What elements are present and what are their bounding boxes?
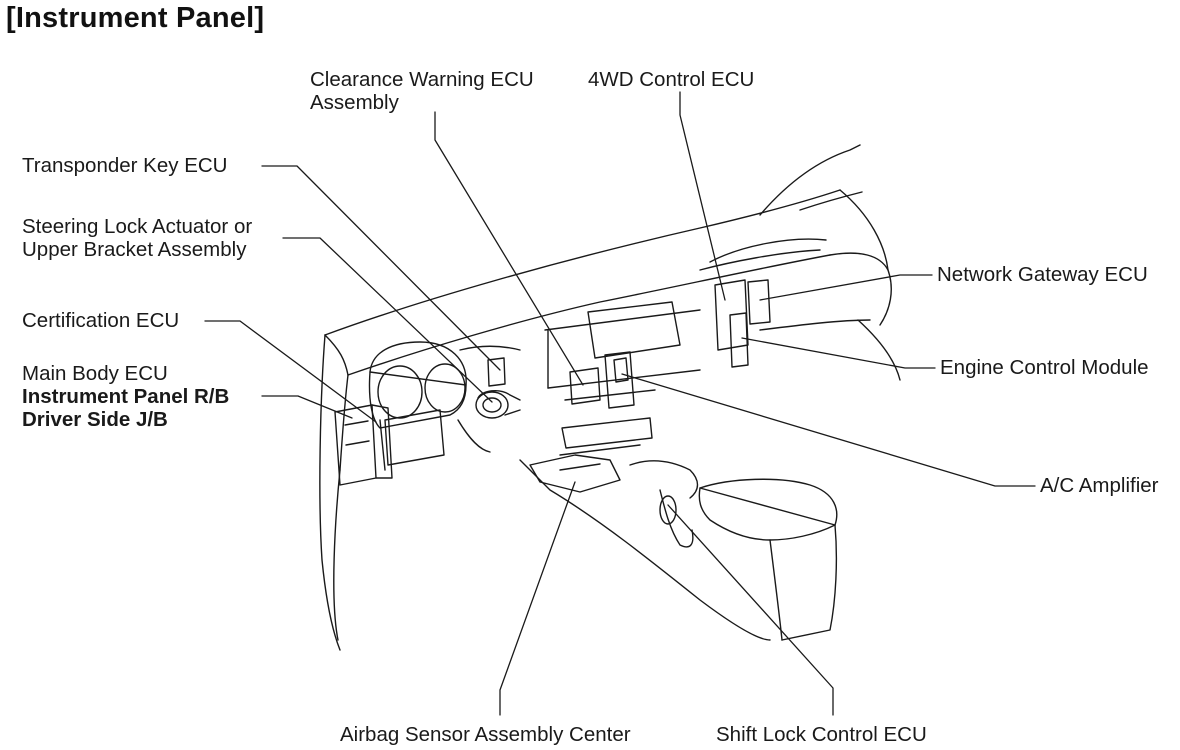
leader-ac-amplifier xyxy=(621,373,1036,487)
label-steering-lock-actuator: Steering Lock Actuator or Upper Bracket … xyxy=(22,215,252,261)
label-clearance-warning-ecu: Clearance Warning ECU Assembly xyxy=(310,68,534,114)
windshield-outline xyxy=(324,144,889,336)
leader-4wd xyxy=(679,91,726,301)
label-line: Upper Bracket Assembly xyxy=(22,238,247,261)
leader-main-body xyxy=(261,395,353,419)
steering-column xyxy=(457,390,521,453)
leader-lines xyxy=(204,91,1036,716)
label-transponder-key-ecu: Transponder Key ECU xyxy=(22,154,228,177)
label-shift-lock-control-ecu: Shift Lock Control ECU xyxy=(716,723,927,746)
leader-steering xyxy=(282,237,493,403)
leader-clearance xyxy=(434,111,584,386)
center-display xyxy=(544,301,701,456)
leader-airbag xyxy=(499,481,576,716)
page-title: [Instrument Panel] xyxy=(6,2,265,34)
center-console xyxy=(519,319,901,641)
label-ac-amplifier: A/C Amplifier xyxy=(1040,474,1159,497)
label-instrument-panel-rb: Instrument Panel R/B xyxy=(22,385,230,408)
label-line: Assembly xyxy=(310,91,399,114)
left-lower-dash xyxy=(319,334,445,651)
label-network-gateway-ecu: Network Gateway ECU xyxy=(937,263,1148,286)
instrument-cluster xyxy=(368,341,521,429)
leader-network-gateway xyxy=(759,274,933,301)
leader-certification xyxy=(204,320,377,423)
label-4wd-control-ecu: 4WD Control ECU xyxy=(588,68,755,91)
label-main-body-group: Main Body ECU Instrument Panel R/B Drive… xyxy=(22,362,229,431)
label-line: Clearance Warning ECU xyxy=(310,68,534,91)
leader-shift-lock xyxy=(667,504,834,716)
label-line: Steering Lock Actuator or xyxy=(22,215,253,238)
leader-engine-control xyxy=(741,337,936,369)
label-certification-ecu: Certification ECU xyxy=(22,309,180,332)
label-engine-control-module: Engine Control Module xyxy=(940,356,1149,379)
ecu-modules xyxy=(487,279,771,409)
dashboard-top xyxy=(324,238,892,376)
label-main-body-ecu: Main Body ECU xyxy=(22,362,168,385)
label-driver-side-jb: Driver Side J/B xyxy=(22,408,168,431)
leader-transponder xyxy=(261,165,501,371)
label-airbag-sensor-assembly-center: Airbag Sensor Assembly Center xyxy=(340,723,631,746)
